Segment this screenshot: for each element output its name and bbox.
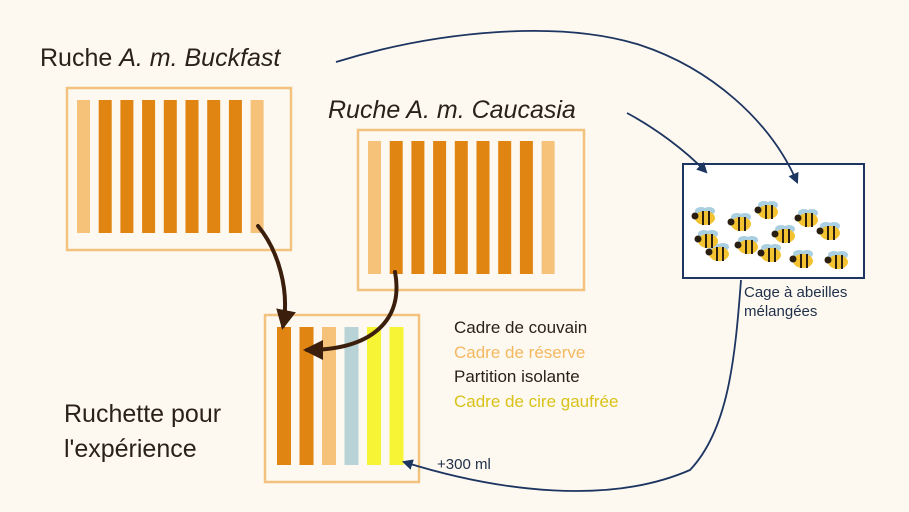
ruchette-frames	[277, 327, 404, 465]
buckfast-to-cage-arrow	[335, 30, 799, 184]
ruchette-label-line2: l'expérience	[64, 435, 197, 463]
bee-icon	[757, 244, 781, 262]
frame-brood	[277, 327, 291, 465]
caucasia-to-cage-arrow	[626, 112, 708, 174]
buckfast-hive-title: Ruche A. m. Buckfast	[40, 44, 281, 72]
bee-icon	[824, 251, 848, 269]
frame-brood	[120, 100, 134, 233]
bee-icon	[691, 207, 715, 225]
frame-reserve	[77, 100, 90, 233]
buckfast-to-ruchette-arrow	[256, 224, 296, 330]
frame-brood	[519, 141, 533, 274]
buckfast-hive-frames	[77, 100, 264, 233]
frame-brood	[389, 141, 403, 274]
frame-partition	[344, 327, 359, 465]
frame-brood	[411, 141, 425, 274]
frame-reserve	[368, 141, 381, 274]
legend-item-brood: Cadre de couvain	[454, 318, 588, 337]
bee-icon	[794, 209, 818, 227]
volume-label: +300 ml	[437, 456, 491, 473]
frame-brood	[207, 100, 221, 233]
frame-foundation	[389, 327, 404, 465]
bee-icon	[816, 222, 840, 240]
frame-brood	[185, 100, 199, 233]
bee-icon	[754, 201, 778, 219]
frame-brood	[498, 141, 512, 274]
frame-brood	[476, 141, 490, 274]
frame-reserve	[541, 141, 555, 274]
ruchette-box	[263, 313, 421, 484]
legend-item-partition: Partition isolante	[454, 367, 580, 386]
frame-brood	[163, 100, 177, 233]
frame-brood	[228, 100, 242, 233]
caucasia-hive-frames	[368, 141, 555, 274]
frame-brood	[142, 100, 156, 233]
bee-icon	[789, 250, 813, 268]
buckfast-hive-box	[65, 86, 293, 252]
caucasia-hive-box	[356, 128, 586, 292]
legend-item-foundation: Cadre de cire gaufrée	[454, 391, 619, 411]
bee-icon	[734, 236, 758, 254]
mixed-bees-group	[691, 201, 848, 269]
frame-foundation	[367, 327, 381, 465]
bee-icon	[705, 243, 729, 261]
bee-icon	[727, 213, 751, 231]
frame-brood	[433, 141, 447, 274]
frame-brood	[454, 141, 468, 274]
frame-brood	[299, 327, 314, 465]
frame-reserve	[250, 100, 264, 233]
cage-to-ruchette-arrow	[401, 279, 742, 492]
legend-item-reserve: Cadre de réserve	[454, 342, 586, 362]
frame-legend: Cadre de couvain Cadre de réserve Partit…	[454, 316, 618, 414]
cage-label: Cage à abeilles	[744, 284, 848, 301]
cage-label-line2: mélangées	[744, 303, 818, 320]
frame-brood	[98, 100, 112, 233]
caucasia-to-ruchette-arrow	[303, 270, 399, 360]
ruchette-label: Ruchette pour	[64, 400, 222, 428]
caucasia-hive-title: Ruche A. m. Caucasia	[328, 96, 576, 124]
frame-reserve	[322, 327, 336, 465]
bee-icon	[771, 225, 795, 243]
bee-icon	[694, 230, 718, 248]
